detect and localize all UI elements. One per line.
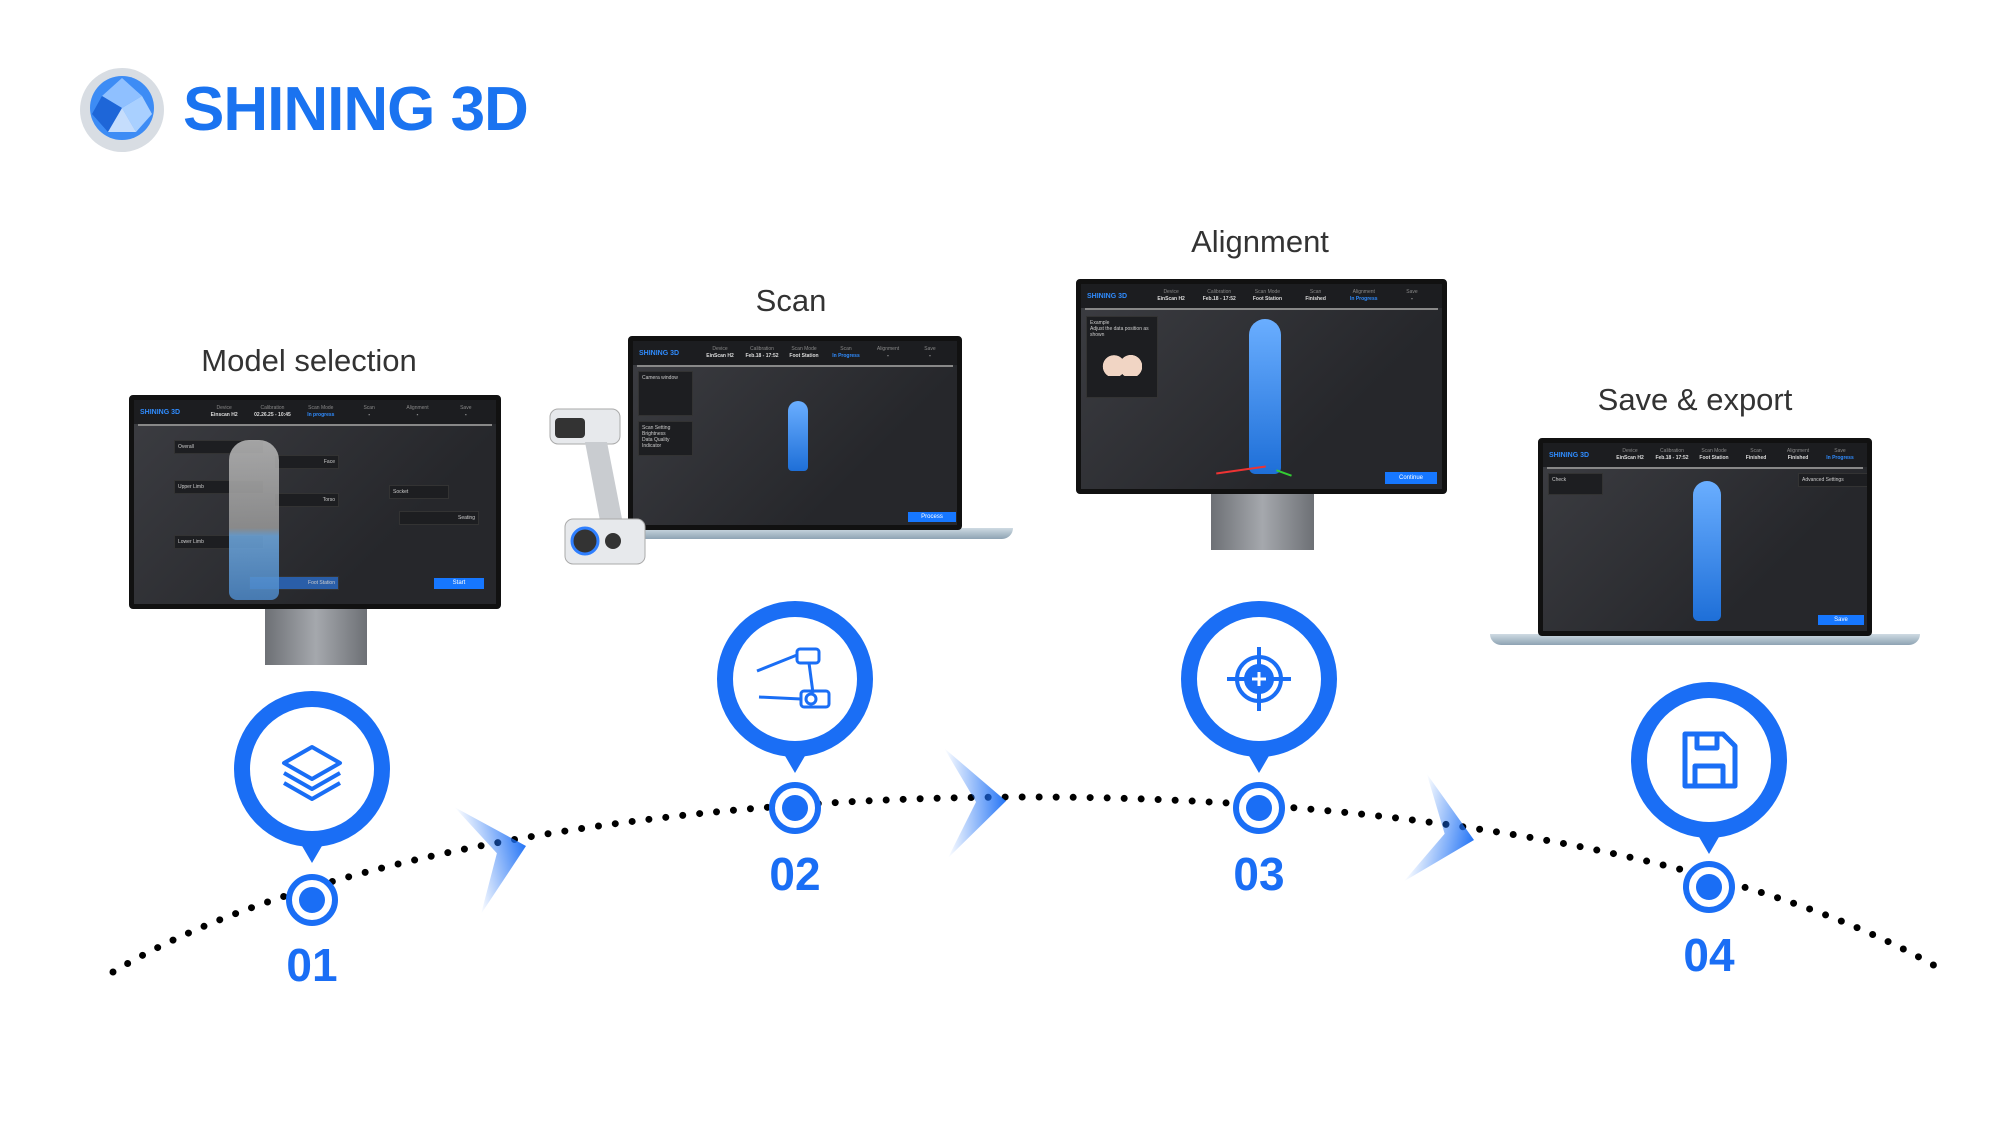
layers-icon — [282, 745, 342, 801]
chevron-arrow-icon — [944, 748, 1006, 859]
monitor-stand — [265, 607, 367, 665]
workflow-step: Alignment- — [876, 346, 900, 359]
continue-button[interactable]: Continue — [1385, 472, 1437, 484]
socket-option: Socket — [389, 485, 449, 499]
seating-option: Seating — [399, 511, 479, 525]
workflow-step: Save- — [1406, 289, 1418, 302]
step-3-title: Alignment — [1191, 224, 1329, 259]
workflow-step: Alignment- — [406, 405, 429, 418]
app-brand: SHINING 3D — [1087, 292, 1128, 300]
step-2-title: Scan — [755, 283, 827, 318]
brand-name: SHINING 3D — [183, 75, 529, 144]
step-4-number: 04 — [1683, 929, 1735, 981]
workflow-step: Save- — [460, 405, 472, 418]
crosshair-icon — [1227, 647, 1291, 711]
scanned-leg-model — [788, 401, 808, 471]
app-brand: SHINING 3D — [140, 408, 181, 416]
camera-window-panel: Camera window — [638, 371, 693, 416]
step-4-pin — [1631, 682, 1787, 913]
step-3-number: 03 — [1233, 848, 1285, 900]
start-button[interactable]: Start — [434, 578, 484, 589]
feet-example-image — [1102, 352, 1142, 376]
torso-option: Torso — [274, 493, 339, 507]
example-hint: Adjust the data position as shown — [1090, 326, 1149, 338]
handheld-3d-scanner-device — [549, 408, 646, 565]
app-brand: SHINING 3D — [1549, 451, 1590, 459]
handheld-scanner-icon — [756, 647, 831, 709]
body-model — [229, 440, 279, 600]
aligned-leg-model — [1249, 319, 1281, 474]
data-quality-label: Data Quality Indicator — [642, 437, 670, 449]
step-4-title: Save & export — [1597, 382, 1793, 417]
chevron-arrow-icon — [1403, 773, 1474, 882]
save-button[interactable]: Save — [1818, 615, 1864, 625]
step-1-pin — [234, 691, 390, 926]
app-brand: SHINING 3D — [639, 349, 680, 357]
laptop-base — [628, 528, 1013, 539]
workflow-step: Scan- — [363, 405, 375, 418]
chevron-arrow-icon — [454, 807, 526, 914]
process-button[interactable]: Process — [908, 512, 956, 522]
check-panel: Check — [1548, 473, 1603, 495]
shining-3d-logo-icon — [80, 68, 164, 152]
brightness-label: Brightness — [642, 431, 666, 437]
step-2-number: 02 — [769, 848, 821, 900]
step-1-title: Model selection — [201, 343, 417, 378]
step-3-pin — [1181, 601, 1337, 834]
step-1-number: 01 — [286, 939, 338, 991]
advanced-settings-dropdown[interactable]: Advanced Settings — [1798, 473, 1867, 487]
step-2-pin — [717, 601, 873, 834]
final-leg-model — [1693, 481, 1721, 621]
laptop-base — [1490, 634, 1920, 645]
monitor-stand — [1211, 492, 1314, 550]
scan-setting-label: Scan Setting — [642, 425, 671, 431]
example-label: Example — [1090, 320, 1110, 326]
floppy-disk-icon — [1682, 731, 1738, 789]
workflow-step: Save- — [924, 346, 936, 359]
